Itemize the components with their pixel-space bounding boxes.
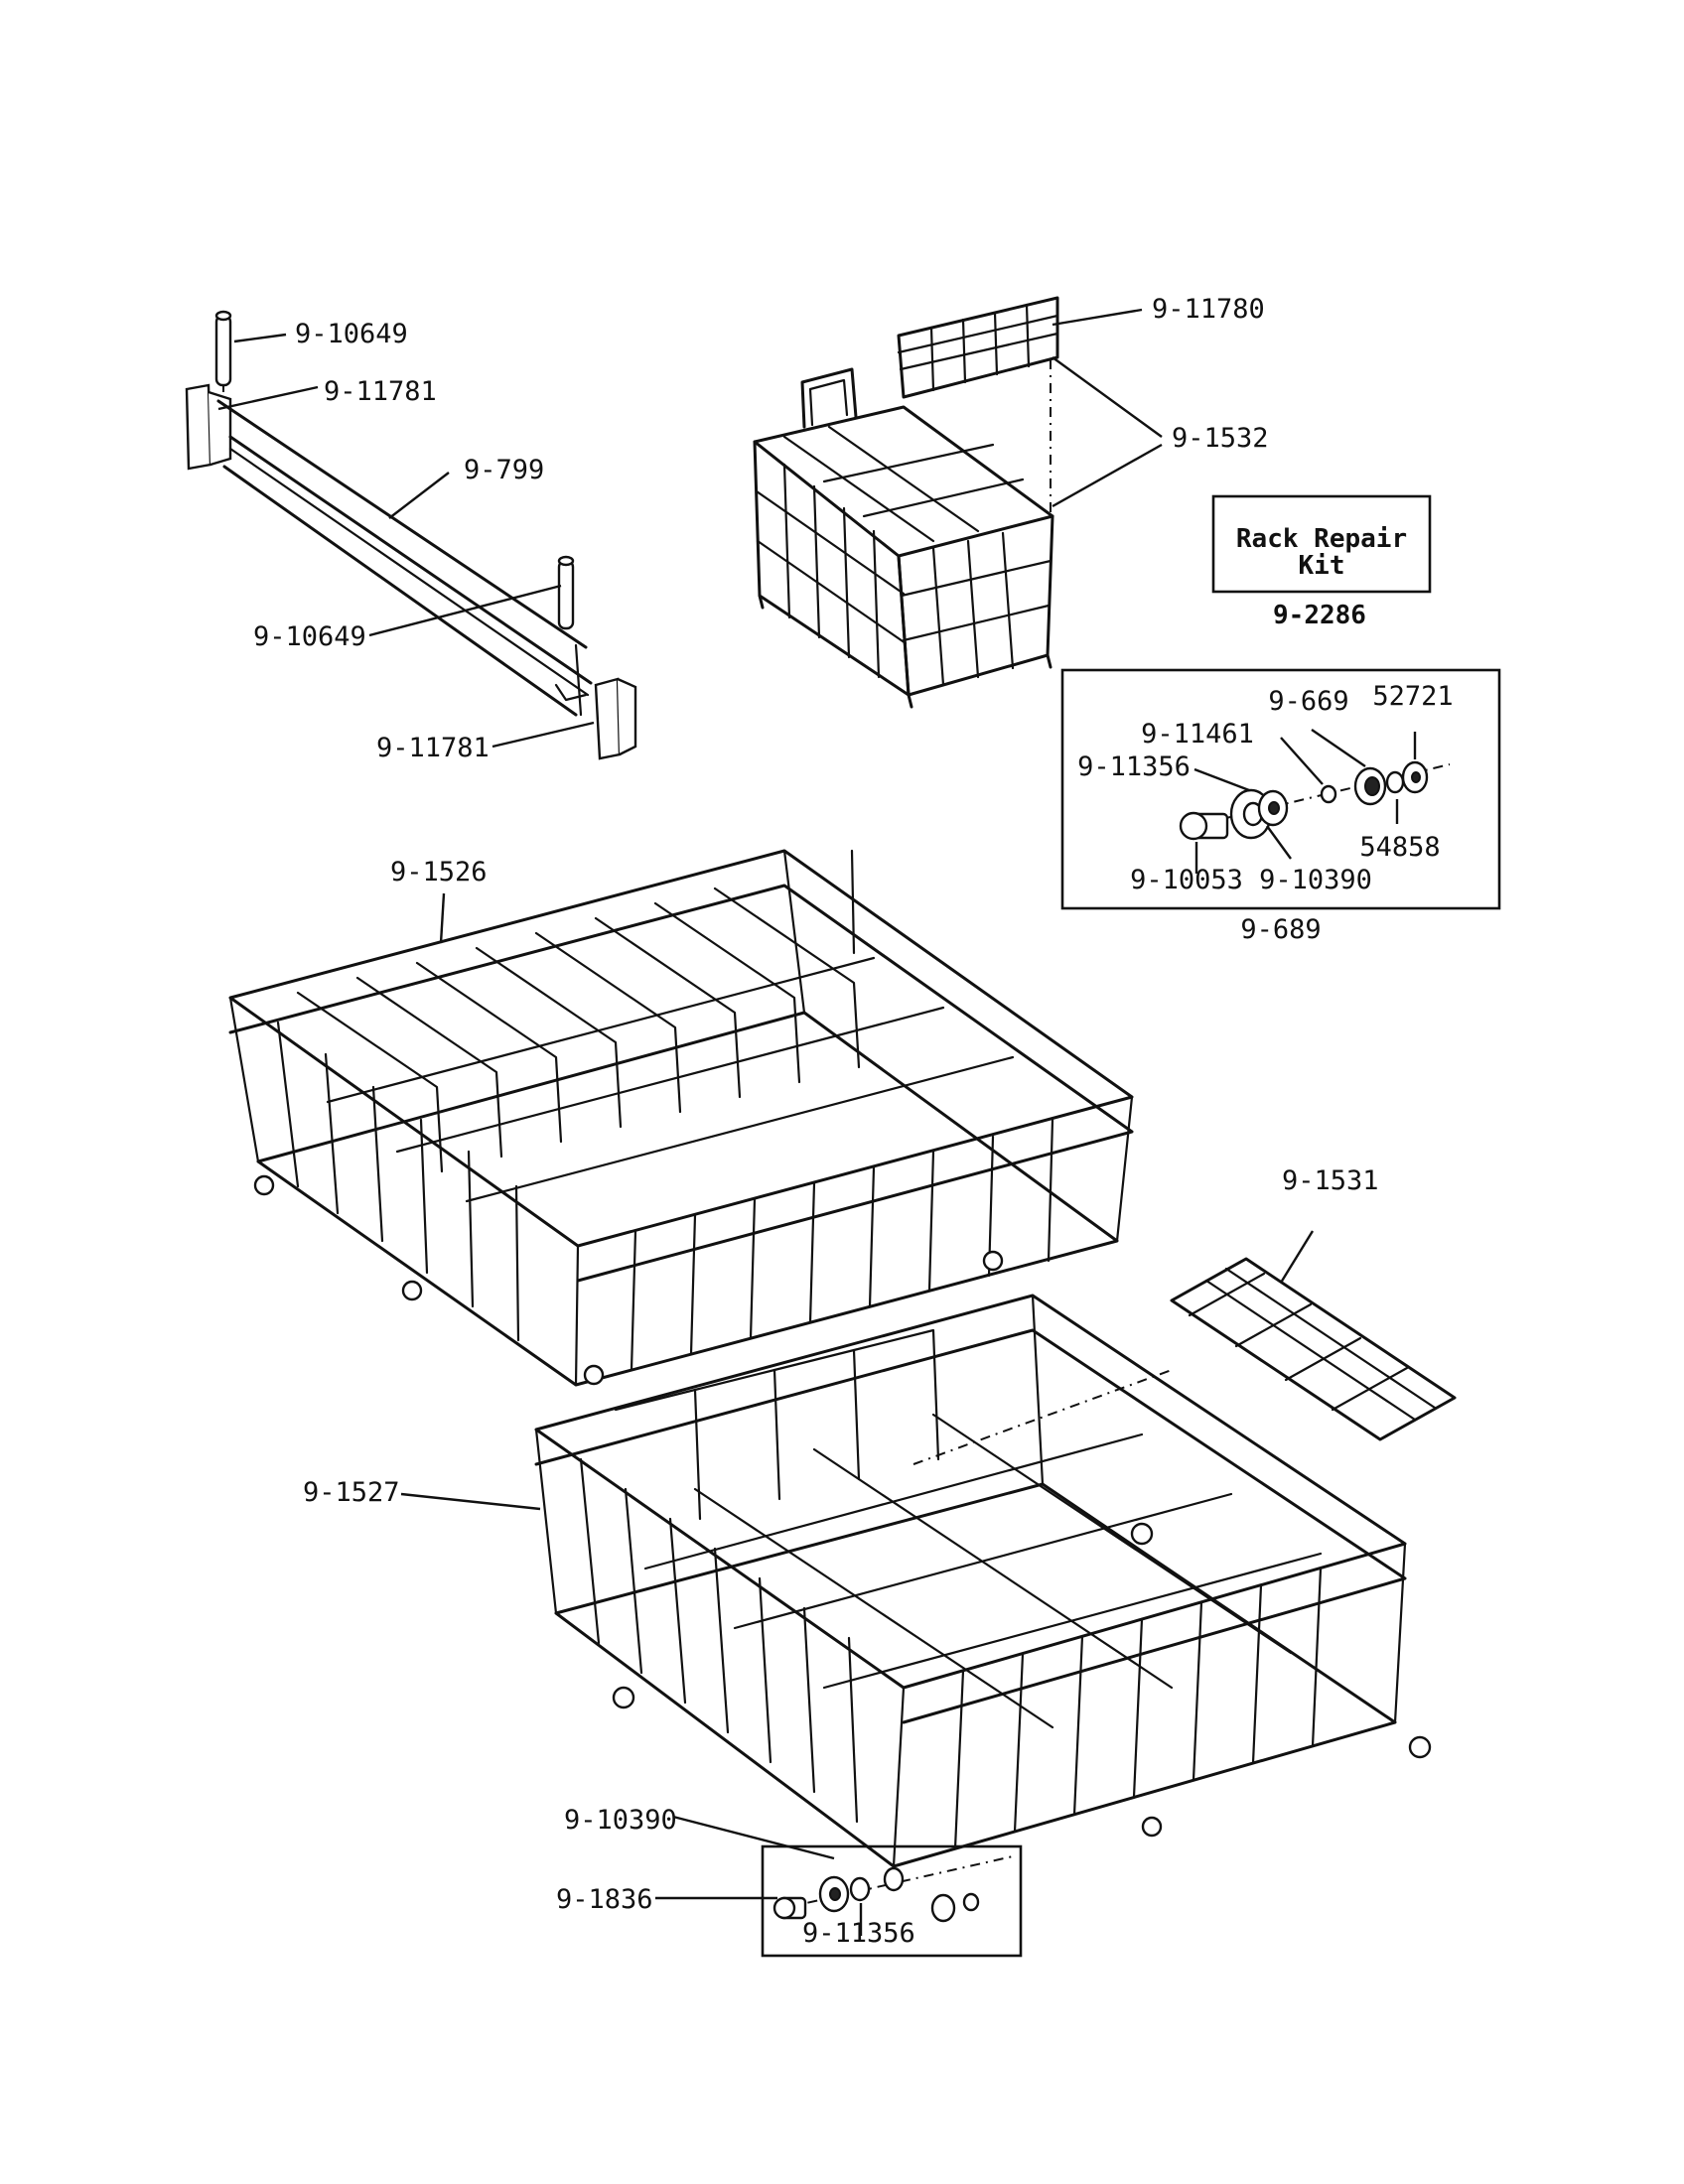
label-roller-wheel: 9-11356 <box>802 1918 915 1949</box>
label-roller-screw: 9-1836 <box>556 1884 653 1915</box>
repair-kit-part-number: 9-2286 <box>1273 601 1366 630</box>
lower-roller-detail <box>761 1844 1023 1958</box>
upper-rack <box>228 849 1134 1387</box>
wheel-kit-clip <box>1353 766 1387 806</box>
pin-bottom <box>557 555 575 630</box>
wheel-kit-screw <box>1179 811 1229 841</box>
label-rail: 9-799 <box>464 455 544 485</box>
callout-labels: 9-10649 9-11781 9-799 9-10649 9-11781 9-… <box>253 294 1379 1949</box>
wheel-kit-washer <box>1401 760 1429 794</box>
label-pin-bottom: 9-10649 <box>253 621 366 652</box>
lower-rack <box>534 1294 1432 1868</box>
rail <box>216 399 593 717</box>
rack-repair-kit-box: Rack Repair Kit 9-2286 <box>1211 494 1432 630</box>
fold-down-shelf <box>1170 1257 1457 1441</box>
roller-screw <box>772 1896 807 1920</box>
end-cap-bottom <box>594 677 637 760</box>
wheel-kit-retainer <box>1320 784 1337 804</box>
wheel-kit-label-screw: 9-10053 <box>1130 865 1243 895</box>
label-upper-rack: 9-1526 <box>390 857 488 887</box>
label-shelf: 9-1531 <box>1282 1165 1379 1196</box>
roller-axle <box>818 1875 850 1913</box>
wheel-kit-box: 9-669 52721 9-11461 9-11356 54858 9-1005… <box>1060 668 1501 945</box>
rack-rail-assembly <box>185 310 637 760</box>
wheel-kit-label-retainer: 9-11461 <box>1141 719 1254 750</box>
end-cap-top <box>185 383 232 471</box>
label-end-cap-top: 9-11781 <box>324 376 437 407</box>
label-basket: 9-1532 <box>1172 423 1269 454</box>
label-pin-top: 9-10649 <box>295 319 408 349</box>
roller-wheel <box>849 1876 871 1902</box>
basket-lid <box>897 296 1059 399</box>
label-end-cap-bottom: 9-11781 <box>376 733 490 763</box>
wheel-kit-label-clip: 9-669 <box>1268 686 1348 717</box>
label-roller-axle: 9-10390 <box>564 1805 677 1836</box>
wheel-kit-label-wheel: 9-11356 <box>1077 751 1191 782</box>
wheel-kit-label-axle: 9-10390 <box>1259 865 1372 895</box>
callout-leaders <box>217 308 1315 1936</box>
wheel-kit-spacer <box>1385 770 1405 794</box>
wheel-kit-number: 9-689 <box>1240 914 1321 945</box>
pin-top <box>214 310 232 387</box>
cutlery-basket <box>753 296 1059 709</box>
repair-kit-title-line2: Kit <box>1299 551 1345 581</box>
basket-body <box>753 367 1054 709</box>
wheel-kit-axle <box>1257 789 1289 827</box>
repair-kit-title-line1: Rack Repair <box>1236 524 1407 554</box>
label-lower-rack: 9-1527 <box>303 1477 400 1508</box>
label-basket-lid: 9-11780 <box>1152 294 1265 325</box>
wheel-kit-label-washer: 52721 <box>1372 681 1453 712</box>
wheel-kit-label-spacer: 54858 <box>1359 832 1440 863</box>
